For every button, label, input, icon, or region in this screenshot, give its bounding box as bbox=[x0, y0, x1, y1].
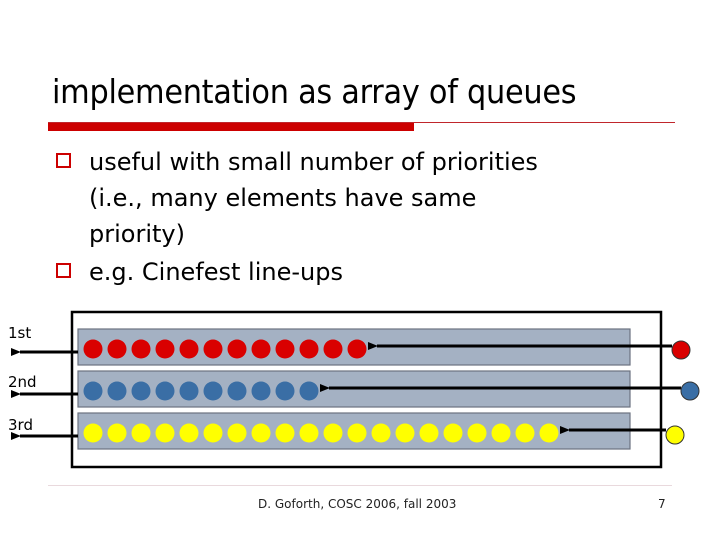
queue-element bbox=[83, 423, 103, 443]
title-underline-thin bbox=[48, 122, 675, 123]
queue-element bbox=[179, 381, 199, 401]
queue-element bbox=[155, 339, 175, 359]
queue-element bbox=[347, 423, 367, 443]
queue-element bbox=[275, 381, 295, 401]
queue-element bbox=[203, 381, 223, 401]
queue-element bbox=[347, 339, 367, 359]
queue-element bbox=[443, 423, 463, 443]
incoming-element bbox=[680, 381, 700, 401]
queue-element bbox=[251, 423, 271, 443]
queue-element bbox=[251, 381, 271, 401]
queue-element bbox=[227, 381, 247, 401]
queue-element bbox=[395, 423, 415, 443]
queue-element bbox=[299, 339, 319, 359]
incoming-element bbox=[671, 340, 691, 360]
bullet-item: useful with small number of priorities (… bbox=[56, 144, 696, 252]
bullet-line: e.g. Cinefest line-ups bbox=[89, 258, 343, 286]
queue-element bbox=[83, 381, 103, 401]
queue-element bbox=[539, 423, 559, 443]
hollow-square-icon bbox=[56, 153, 71, 168]
bullet-line: priority) bbox=[89, 220, 185, 248]
bullet-item: e.g. Cinefest line-ups bbox=[56, 254, 696, 290]
incoming-element bbox=[665, 425, 685, 445]
queue-element bbox=[323, 339, 343, 359]
queue-element bbox=[155, 423, 175, 443]
priority-label: 1st bbox=[8, 324, 31, 342]
footer-text: D. Goforth, COSC 2006, fall 2003 bbox=[258, 497, 457, 511]
queue-element bbox=[299, 381, 319, 401]
queue-element bbox=[299, 423, 319, 443]
page-number: 7 bbox=[658, 497, 666, 511]
queue-element bbox=[467, 423, 487, 443]
queue-element bbox=[491, 423, 511, 443]
queue-element bbox=[107, 381, 127, 401]
bullet-line: (i.e., many elements have same bbox=[89, 184, 477, 212]
queue-element bbox=[83, 339, 103, 359]
footer-divider bbox=[48, 485, 672, 486]
queue-element bbox=[419, 423, 439, 443]
queue-element bbox=[371, 423, 391, 443]
title-underline-thick bbox=[48, 123, 414, 131]
queue-element bbox=[227, 423, 247, 443]
queue-element bbox=[275, 339, 295, 359]
queue-element bbox=[107, 423, 127, 443]
priority-label: 3rd bbox=[8, 416, 33, 434]
slide-title: implementation as array of queues bbox=[52, 72, 577, 111]
queue-element bbox=[107, 339, 127, 359]
queue-element bbox=[179, 423, 199, 443]
queue-element bbox=[131, 423, 151, 443]
queue-element bbox=[203, 339, 223, 359]
bullet-list: useful with small number of priorities (… bbox=[56, 144, 696, 290]
queue-element bbox=[203, 423, 223, 443]
queue-element bbox=[179, 339, 199, 359]
queue-element bbox=[515, 423, 535, 443]
queue-element bbox=[155, 381, 175, 401]
queue-element bbox=[323, 423, 343, 443]
queue-element bbox=[131, 339, 151, 359]
priority-label: 2nd bbox=[8, 373, 37, 391]
queue-element bbox=[131, 381, 151, 401]
bullet-line: useful with small number of priorities bbox=[89, 148, 538, 176]
hollow-square-icon bbox=[56, 263, 71, 278]
queue-element bbox=[227, 339, 247, 359]
queue-element bbox=[275, 423, 295, 443]
queue-element bbox=[251, 339, 271, 359]
